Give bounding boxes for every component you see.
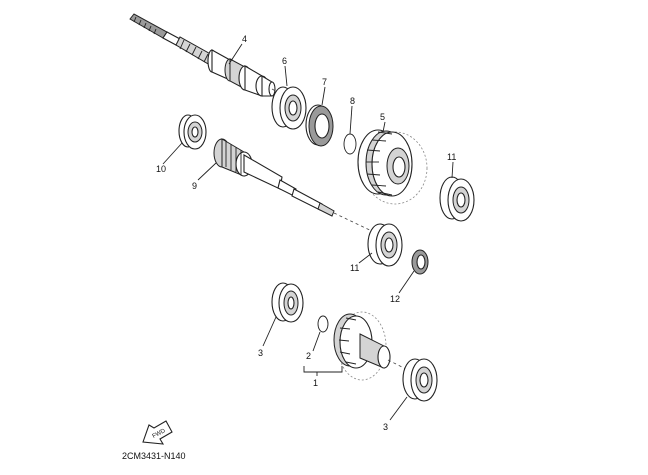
bearing-10[interactable]: [178, 114, 207, 150]
callout-9: 9: [192, 181, 197, 191]
oil-seal-7[interactable]: [305, 104, 334, 147]
gear-5[interactable]: [357, 129, 428, 205]
callout-12: 12: [390, 294, 400, 304]
callout-3-right: 3: [383, 422, 388, 432]
bearing-3-right[interactable]: [402, 358, 438, 402]
callout-3-left: 3: [258, 348, 263, 358]
bearing-3-left[interactable]: [271, 282, 304, 323]
seal-12[interactable]: [411, 249, 429, 275]
callout-7: 7: [322, 77, 327, 87]
bearing-11-upper[interactable]: [439, 176, 475, 222]
callout-11-lower: 11: [350, 263, 359, 273]
bearing-11-lower[interactable]: [367, 223, 403, 267]
fwd-arrow-icon: FWD: [142, 420, 173, 445]
callout-6: 6: [282, 56, 287, 66]
drive-axle[interactable]: [213, 138, 379, 235]
bearing-6[interactable]: [271, 86, 307, 130]
callout-10: 10: [156, 164, 166, 174]
main-axle[interactable]: [129, 13, 291, 100]
circlip-8[interactable]: [343, 133, 357, 155]
circlip-2[interactable]: [317, 315, 329, 333]
callout-5: 5: [380, 112, 385, 122]
callout-4: 4: [242, 34, 247, 44]
callout-1: 1: [313, 378, 318, 388]
callout-2: 2: [306, 351, 311, 361]
leader-lines: [162, 43, 454, 421]
callout-8: 8: [350, 96, 355, 106]
gear-assembly-1[interactable]: [333, 311, 409, 381]
diagram-code: 2CM3431-N140: [122, 451, 186, 461]
callout-11-upper: 11: [447, 152, 456, 162]
callout-labels: 4 6 7 8 5 11 10 9 11 12 3 2 1 3: [156, 34, 456, 432]
